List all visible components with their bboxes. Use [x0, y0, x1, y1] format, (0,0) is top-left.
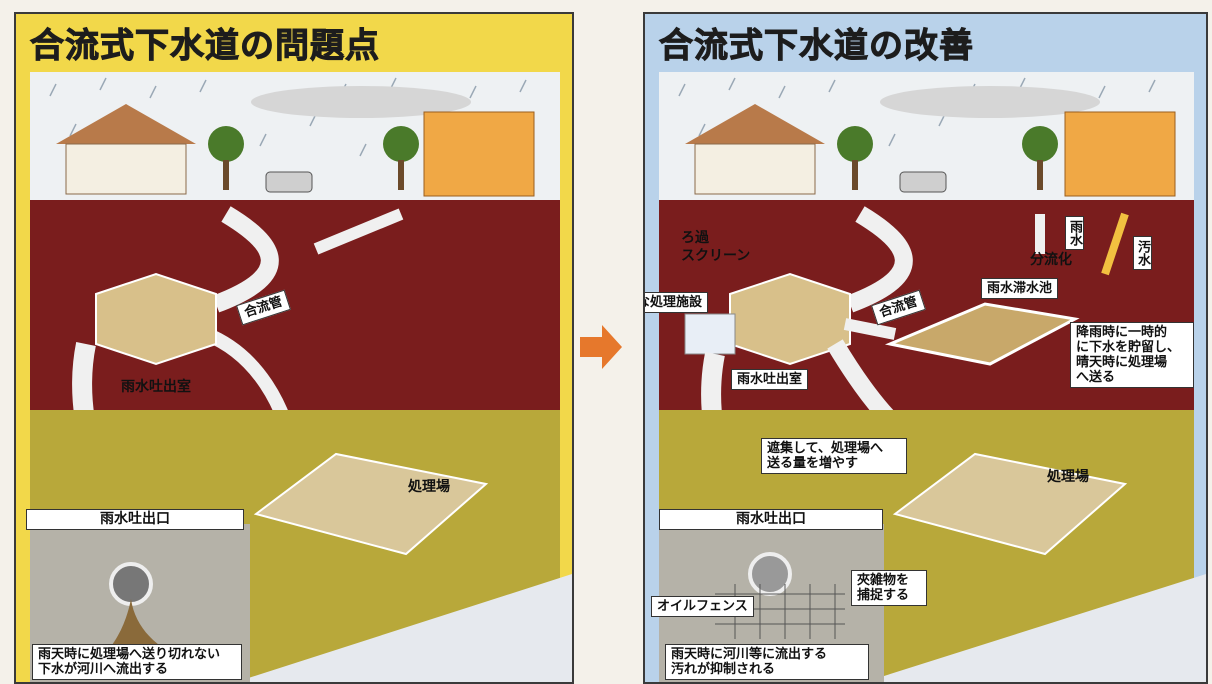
car — [899, 171, 947, 193]
apartment — [1064, 111, 1176, 197]
result-note-line2: 汚れが抑制される — [671, 662, 776, 677]
improvement-panel: 合流式下水道の改善 ろ過 スクリーン 簡易な処理施設 合流管 雨水滞水池 雨水 … — [643, 12, 1208, 684]
separated-sewage-pipe — [1101, 212, 1129, 276]
overflow-chamber-label: 雨水吐出室 — [731, 369, 809, 390]
combined-pipe — [846, 206, 913, 313]
debris-note-line2: 捕捉する — [857, 588, 910, 603]
tree-right — [1022, 126, 1058, 162]
storage-note-line3: 晴天時に処理場 — [1076, 355, 1168, 370]
simple-treatment-label: 簡易な処理施設 — [645, 292, 709, 313]
page-title: 合流式下水道の問題点 — [30, 26, 380, 67]
storage-note-line1: 降雨時に一時的 — [1076, 325, 1168, 340]
treatment-plant-label: 処理場 — [1047, 469, 1089, 485]
outflow-note-line1: 雨天時に処理場へ送り切れない — [38, 647, 221, 662]
oil-fence-label: オイルフェンス — [651, 596, 754, 617]
improvement-arrow — [580, 325, 622, 369]
overflow-chamber — [95, 272, 217, 366]
house-wall — [65, 143, 187, 195]
increase-note-line2: 送る量を増やす — [767, 456, 859, 471]
tree-left — [837, 126, 873, 162]
cloud — [880, 86, 1100, 118]
treatment-plant-label: 処理場 — [408, 479, 450, 495]
apartment — [423, 111, 535, 197]
rain-lines — [49, 77, 527, 157]
storage-note: 降雨時に一時的 に下水を貯留し、 晴天時に処理場 へ送る — [1070, 322, 1194, 388]
problem-illustration — [30, 72, 572, 682]
screen-label-line1: ろ過 — [681, 230, 709, 246]
treatment-plant-tanks — [892, 452, 1128, 556]
cloud — [251, 86, 471, 118]
rain-lines — [678, 77, 1156, 147]
storage-note-line4: へ送る — [1076, 370, 1116, 385]
outflow-note: 雨天時に処理場へ送り切れない 下水が河川へ流出する — [32, 644, 242, 680]
page-title: 合流式下水道の改善 — [659, 26, 974, 67]
storage-tank — [884, 302, 1080, 366]
combined-pipe — [212, 206, 279, 313]
screen-label: ろ過 スクリーン — [681, 229, 750, 265]
tree-right — [383, 126, 419, 162]
debris-note: 夾雑物を 捕捉する — [851, 570, 927, 606]
rainwater-label: 雨水 — [1065, 216, 1084, 250]
outflow-note-line2: 下水が河川へ流出する — [38, 662, 169, 677]
river — [865, 574, 1206, 682]
result-note: 雨天時に河川等に流出する 汚れが抑制される — [665, 644, 869, 680]
house-roof — [685, 104, 825, 144]
separation-label: 分流化 — [1030, 252, 1072, 268]
house-wall — [694, 143, 816, 195]
result-note-line1: 雨天時に河川等に流出する — [671, 647, 828, 662]
debris-note-line1: 夾雑物を — [857, 573, 910, 588]
car — [265, 171, 313, 193]
screen-label-line2: スクリーン — [681, 248, 751, 264]
storage-note-line2: に下水を貯留し、 — [1076, 340, 1181, 355]
simple-treatment-facility — [684, 313, 736, 355]
outlet-pipe — [109, 562, 153, 606]
overflow-chamber-label: 雨水吐出室 — [121, 379, 191, 395]
river — [236, 574, 572, 682]
storage-label: 雨水滞水池 — [981, 278, 1059, 299]
treatment-plant-tanks — [253, 452, 489, 556]
increase-note: 遮集して、処理場へ 送る量を増やす — [761, 438, 907, 474]
debris-net — [715, 584, 845, 639]
tree-left — [208, 126, 244, 162]
outlet-pipe — [748, 552, 792, 596]
problem-panel: 合流式下水道の問題点 合流管 雨水吐出室 処理場 雨水吐出口 雨天時に処理場へ送… — [14, 12, 574, 684]
increase-note-line1: 遮集して、処理場へ — [767, 441, 883, 456]
house-roof — [56, 104, 196, 144]
outlet-label: 雨水吐出口 — [26, 509, 244, 530]
sewage-label: 汚水 — [1133, 236, 1152, 270]
outlet-label: 雨水吐出口 — [659, 509, 883, 530]
